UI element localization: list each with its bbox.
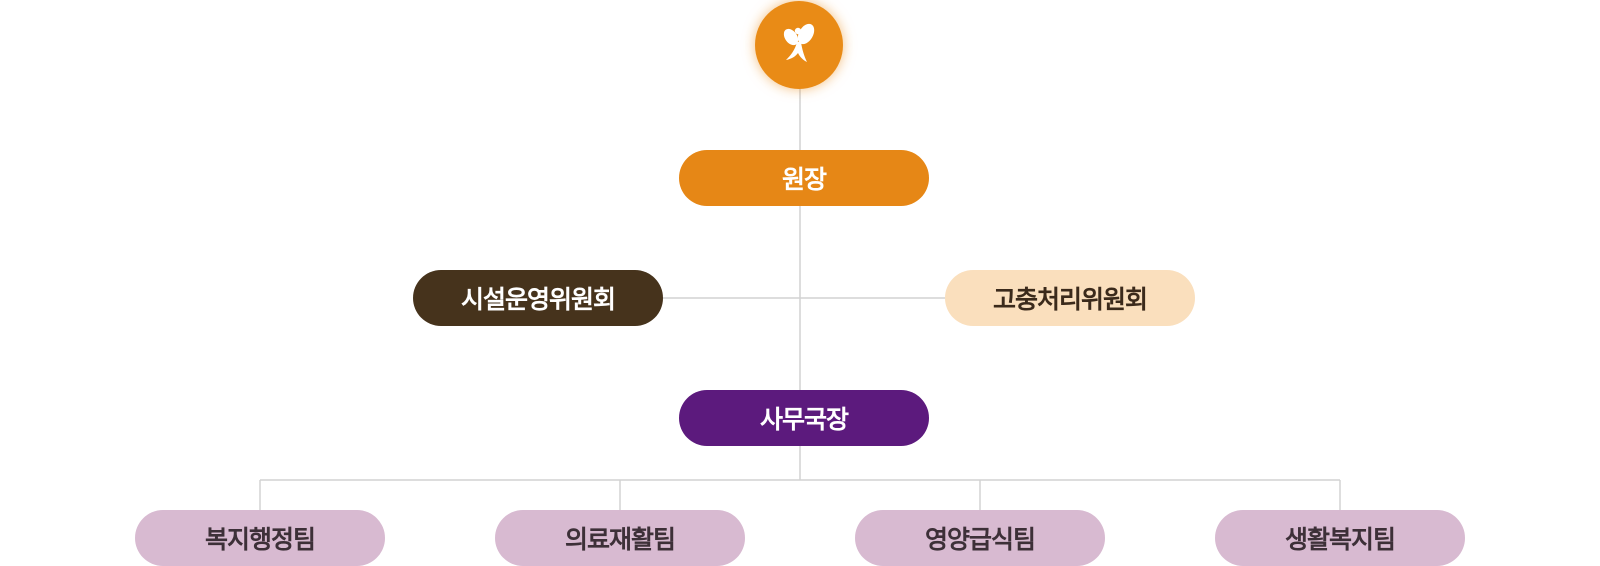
- director-node[interactable]: 원장: [679, 150, 929, 206]
- team-label: 복지행정팀: [204, 525, 316, 554]
- team-node-nutrition-meals[interactable]: 영양급식팀: [855, 510, 1105, 566]
- butterfly-icon: [783, 23, 815, 62]
- logo-badge: [755, 1, 843, 89]
- grievance-committee-label: 고충처리위원회: [992, 285, 1148, 314]
- grievance-committee-node[interactable]: 고충처리위원회: [945, 270, 1195, 326]
- team-label: 생활복지팀: [1284, 525, 1396, 554]
- team-node-life-welfare[interactable]: 생활복지팀: [1215, 510, 1465, 566]
- secretary-general-node[interactable]: 사무국장: [679, 390, 929, 446]
- facility-operation-committee-label: 시설운영위원회: [460, 285, 616, 314]
- team-node-welfare-admin[interactable]: 복지행정팀: [135, 510, 385, 566]
- team-label: 영양급식팀: [924, 525, 1036, 554]
- secretary-general-label: 사무국장: [759, 405, 849, 434]
- team-node-medical-rehab[interactable]: 의료재활팀: [495, 510, 745, 566]
- facility-operation-committee-node[interactable]: 시설운영위원회: [413, 270, 663, 326]
- team-label: 의료재활팀: [564, 525, 676, 554]
- director-label: 원장: [781, 165, 827, 194]
